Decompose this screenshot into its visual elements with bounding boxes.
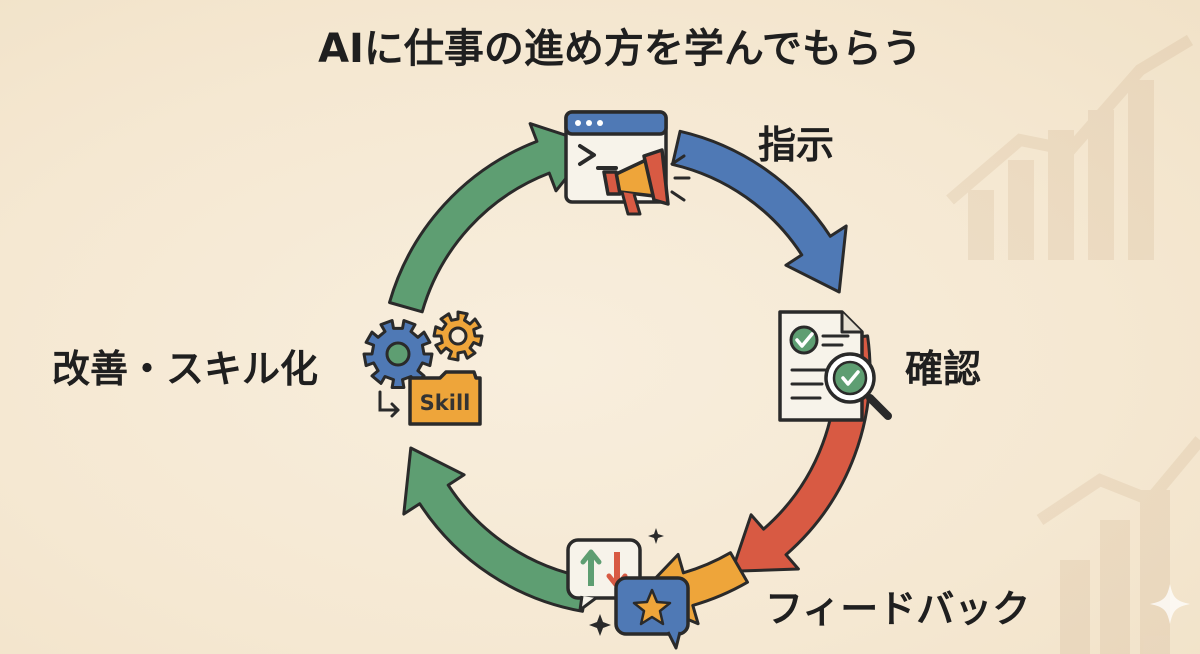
page-title: AIに仕事の進め方を学んでもらう	[318, 26, 922, 72]
gear-large-icon	[362, 319, 434, 389]
sparkle-icon	[1150, 584, 1190, 624]
document-check-magnifier-icon	[778, 310, 892, 422]
skill-folder-label: Skill	[420, 391, 471, 415]
gear-big-hole	[385, 341, 411, 367]
feedback-speech-bubbles-icon	[566, 528, 690, 650]
gear-small-icon	[432, 310, 484, 362]
arrow-improve-to-instruction	[388, 122, 595, 314]
step-label-review: 確認	[905, 347, 981, 391]
step-label-feedback: フィードバック	[765, 587, 1030, 631]
arrow-feedback-to-improve	[402, 446, 590, 613]
step-label-instruction: 指示	[758, 123, 834, 167]
terminal-megaphone-icon	[564, 110, 691, 216]
arrow-instruction-to-review	[671, 129, 848, 294]
gear-small-hole	[448, 326, 468, 346]
background-chart-watermark	[946, 34, 1200, 654]
gears-skill-folder-icon: Skill	[362, 310, 484, 426]
step-label-improve-skill: 改善・スキル化	[52, 347, 318, 391]
